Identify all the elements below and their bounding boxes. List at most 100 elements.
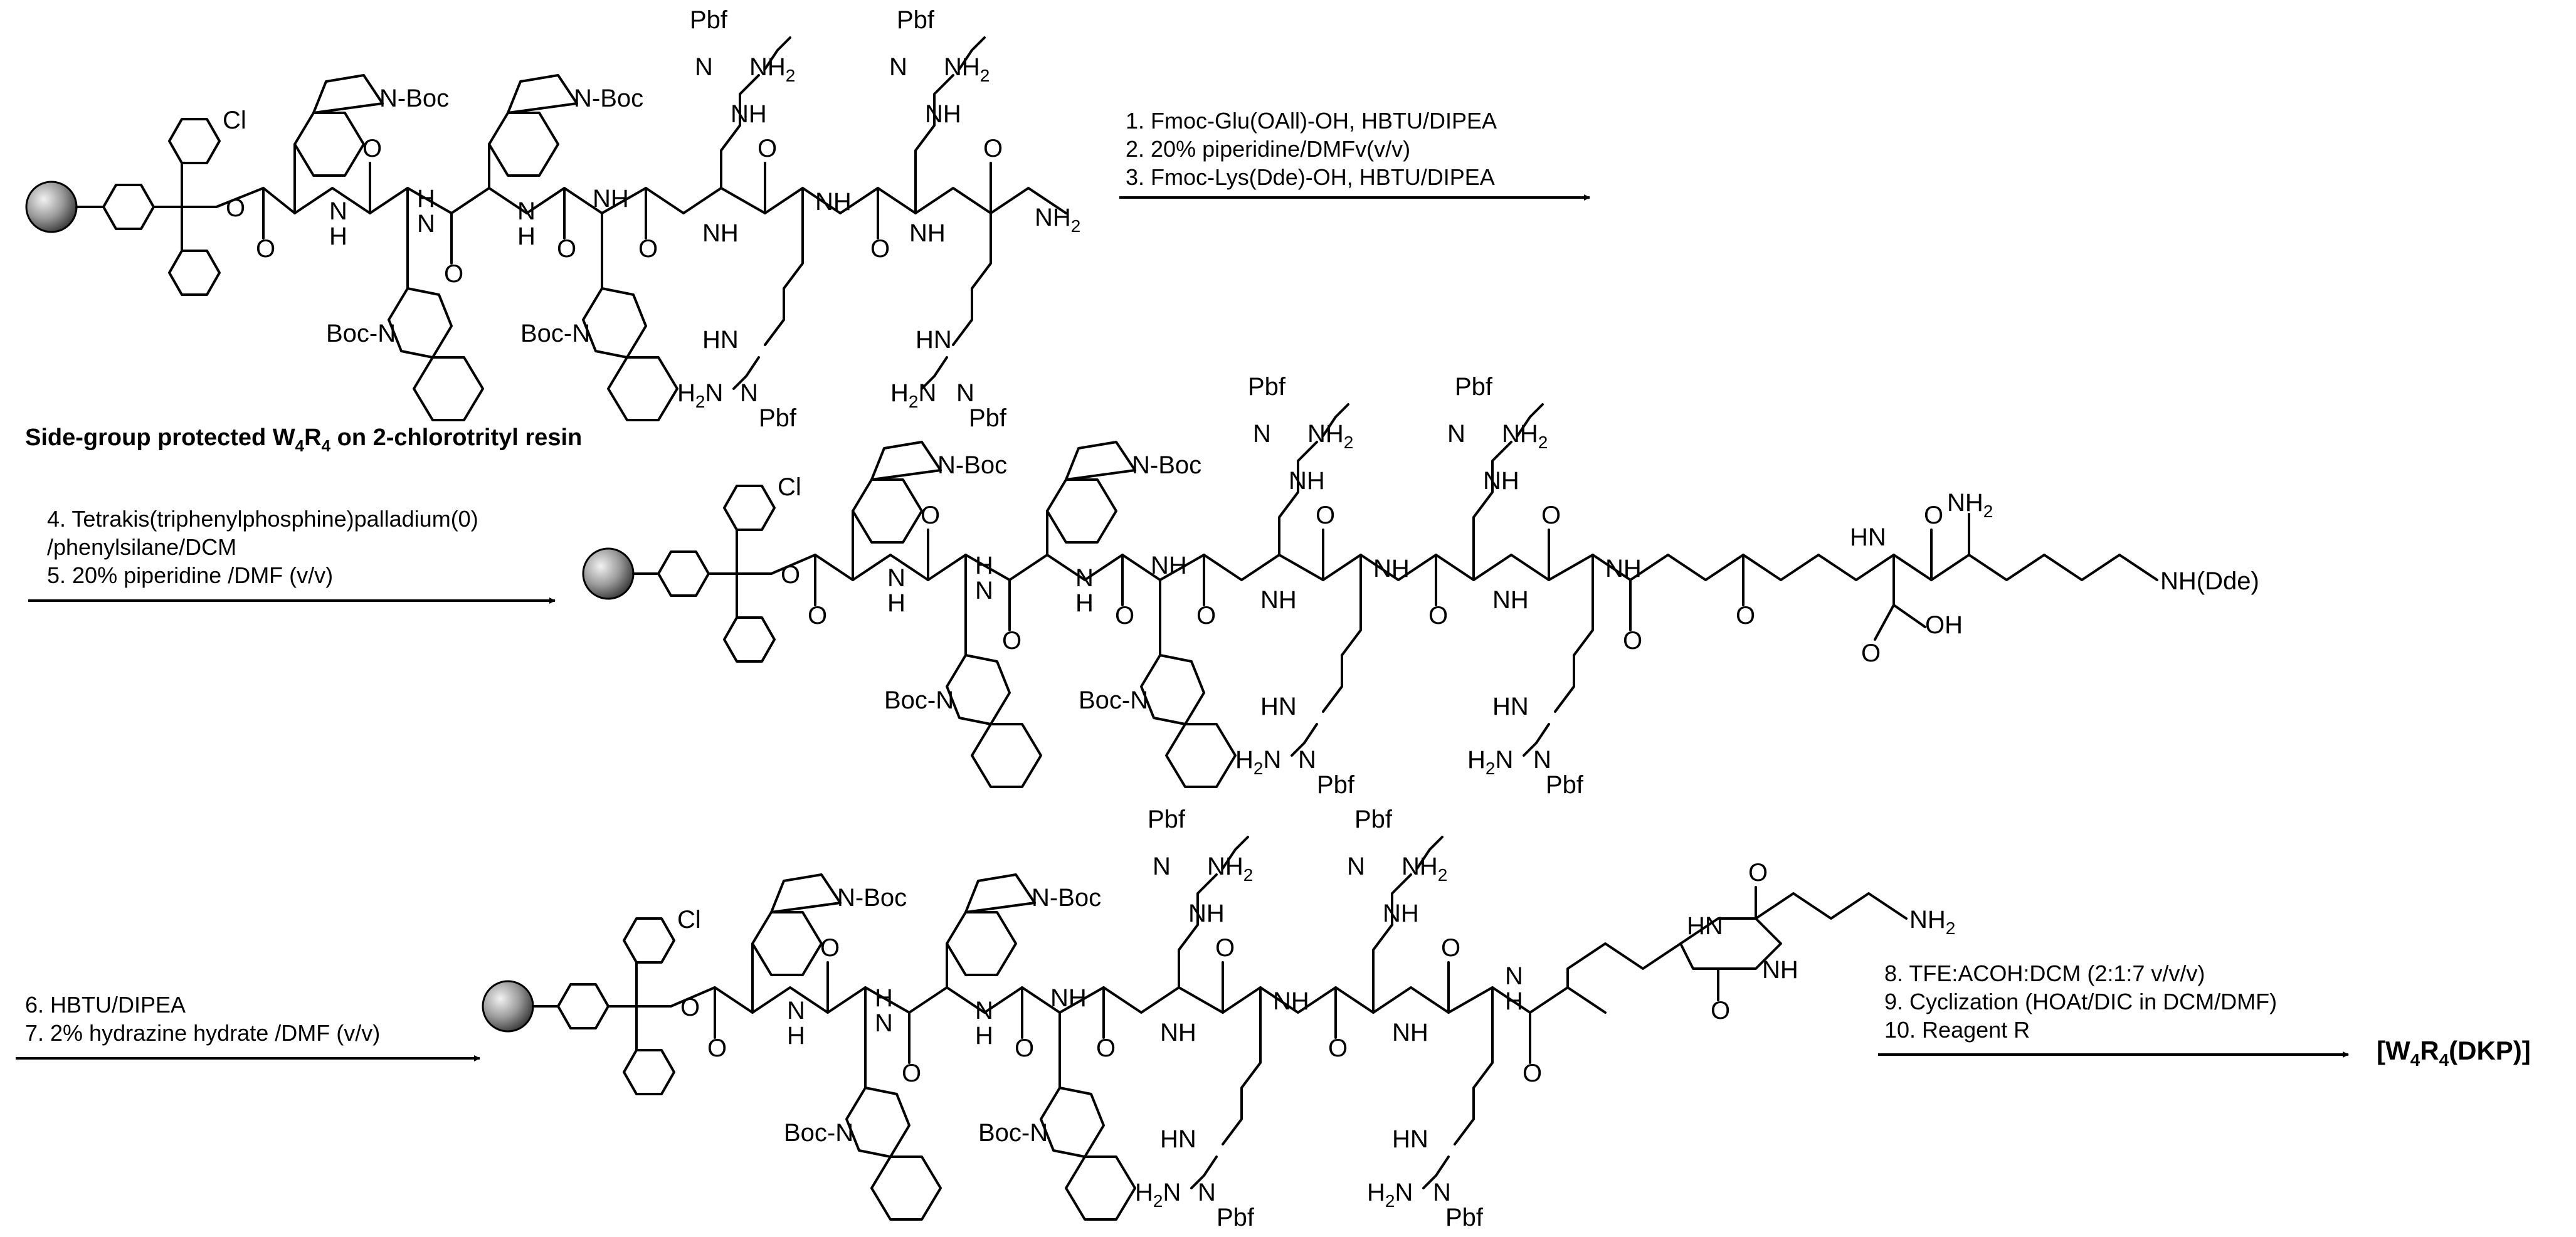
atom-boc-n: Boc-N	[326, 320, 396, 347]
atom-boc-n: Boc-N	[1079, 687, 1148, 714]
atom-boc-n: Boc-N	[520, 320, 590, 347]
atom-nh: N	[329, 197, 347, 225]
atom-o: O	[680, 994, 700, 1021]
atom-pbf: Pbf	[1354, 806, 1393, 833]
atom-nh: H	[887, 589, 905, 617]
atom-nh: NH	[1160, 1019, 1196, 1046]
reaction-step-2: 4. Tetrakis(triphenylphosphine)palladium…	[28, 506, 556, 604]
resin-bead-2	[582, 547, 635, 600]
atom-nh: N	[975, 997, 993, 1024]
atom-o: O	[1428, 602, 1448, 629]
atom-boc-n: Boc-N	[978, 1119, 1048, 1147]
atom-n: N	[1198, 1179, 1216, 1206]
atom-nh2: NH2	[1909, 906, 1955, 938]
conditions-3-line-1: 6. HBTU/DIPEA	[25, 992, 186, 1018]
atom-nh: NH	[1383, 900, 1419, 927]
atom-n-boc: N-Boc	[1032, 884, 1101, 912]
conditions-4-line-2: 9. Cyclization (HOAt/DIC in DCM/DMF)	[1884, 989, 2277, 1014]
atom-nh: NH	[1492, 586, 1529, 614]
atom-nh: N	[1505, 962, 1523, 990]
atom-n: N	[1433, 1179, 1451, 1206]
atom-nh: NH	[1373, 555, 1410, 582]
atom-n: N	[1153, 853, 1171, 880]
atom-h2n: H2N	[1467, 746, 1513, 778]
atom-nh: N	[975, 577, 993, 604]
atom-chlorine: Cl	[223, 107, 246, 134]
atom-hn: HN	[1687, 912, 1723, 940]
atom-o: O	[256, 235, 275, 263]
atom-pbf: Pbf	[897, 6, 935, 34]
atom-nh: NH	[1151, 552, 1187, 579]
atom-h2n: H2N	[677, 379, 723, 411]
atom-h2n: H2N	[890, 379, 936, 411]
structure-dkp-intermediate	[482, 836, 1908, 1221]
atom-nh: N	[417, 210, 435, 238]
atom-pbf: Pbf	[690, 6, 728, 34]
atom-hn: HN	[1392, 1125, 1428, 1153]
atom-o: O	[1328, 1034, 1348, 1062]
conditions-3-line-2: 7. 2% hydrazine hydrate /DMF (v/v)	[25, 1020, 380, 1046]
atom-nh: NH	[731, 100, 767, 128]
atom-o: O	[983, 135, 1003, 162]
atom-o: O	[781, 561, 800, 589]
atom-nh: H	[1505, 987, 1523, 1015]
structure-intermediate	[582, 403, 2158, 788]
atom-nh: NH	[1483, 467, 1519, 495]
atom-nh2: NH2	[1401, 853, 1447, 885]
atom-hn: HN	[1492, 693, 1529, 720]
atom-o: O	[1096, 1034, 1116, 1062]
atom-nh: NH	[925, 100, 961, 128]
atom-o: O	[1748, 859, 1768, 887]
atom-n: N	[1533, 746, 1551, 774]
atom-o: O	[1541, 502, 1561, 529]
atom-n: N	[956, 379, 974, 407]
atom-o: O	[757, 135, 777, 162]
atom-pbf: Pbf	[759, 404, 797, 432]
conditions-4-line-1: 8. TFE:ACOH:DCM (2:1:7 v/v/v)	[1884, 961, 2205, 986]
atom-o: O	[557, 235, 576, 263]
atom-nh2: NH2	[1307, 420, 1353, 452]
atom-oh: OH	[1925, 611, 1963, 639]
conditions-2-line-2: /phenylsilane/DCM	[47, 534, 236, 560]
structure-starting-material	[25, 36, 1067, 421]
atom-nh: H	[517, 223, 536, 250]
atom-o: O	[1316, 502, 1335, 529]
atom-nh: H	[417, 185, 435, 213]
atom-pbf: Pbf	[1546, 771, 1584, 799]
atom-n: N	[1447, 420, 1465, 448]
atom-n-boc: N-Boc	[379, 85, 449, 112]
atom-nh: NH	[702, 219, 739, 247]
atom-o: O	[707, 1034, 727, 1062]
atom-o: O	[921, 502, 940, 529]
atom-o: O	[1924, 502, 1943, 529]
conditions-1-line-1: 1. Fmoc-Glu(OAll)-OH, HBTU/DIPEA	[1126, 108, 1497, 134]
atom-nh: HN	[1850, 524, 1886, 551]
atom-h2n: H2N	[1135, 1179, 1181, 1211]
atom-o: O	[808, 602, 827, 629]
atom-o: O	[820, 934, 840, 962]
atom-nh: H	[975, 1022, 993, 1050]
atom-chlorine: Cl	[778, 473, 801, 501]
structure-intermediate-labels: Cl N-Boc N-Boc Boc-N Boc-N O O O O O O O…	[778, 373, 2259, 799]
conditions-2-line-3: 5. 20% piperidine /DMF (v/v)	[47, 562, 333, 588]
atom-nh2: NH2	[1947, 489, 1993, 521]
conditions-2-line-1: 4. Tetrakis(triphenylphosphine)palladium…	[47, 506, 478, 532]
atom-o: O	[1441, 934, 1460, 962]
atom-o: O	[1002, 627, 1021, 655]
atom-o: O	[870, 235, 890, 263]
atom-nh: NH	[1260, 586, 1297, 614]
atom-nh: N	[787, 997, 805, 1024]
atom-nh2: NH2	[1502, 420, 1548, 452]
atom-o: O	[1861, 640, 1881, 667]
atom-pbf: Pbf	[1148, 806, 1186, 833]
atom-nh: NH	[1289, 467, 1325, 495]
atom-nh: H	[1075, 589, 1094, 617]
atom-pbf: Pbf	[969, 404, 1007, 432]
atom-chlorine: Cl	[677, 906, 701, 934]
atom-nh: N	[517, 197, 536, 225]
reaction-step-3: 6. HBTU/DIPEA 7. 2% hydrazine hydrate /D…	[16, 992, 480, 1061]
atom-nh: NH	[1050, 984, 1087, 1012]
atom-o: O	[1736, 602, 1755, 629]
atom-o: O	[362, 135, 382, 162]
